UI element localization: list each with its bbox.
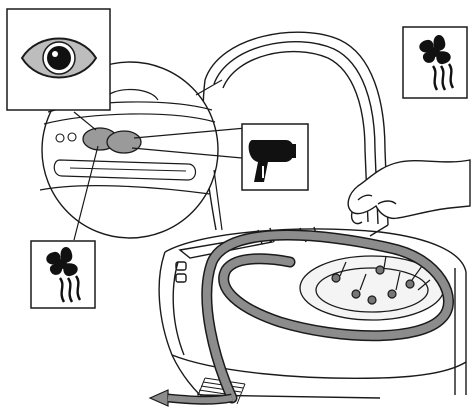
flow-arrowhead-icon: [150, 390, 168, 406]
dryer-panel: [242, 124, 308, 190]
indicator-led: [68, 133, 76, 141]
fan-panel-bottom: [31, 241, 95, 308]
indicator-led: [56, 134, 64, 142]
eye-panel: [7, 9, 110, 110]
fan-panel-top: [403, 27, 467, 98]
fan-button[interactable]: [107, 131, 141, 153]
